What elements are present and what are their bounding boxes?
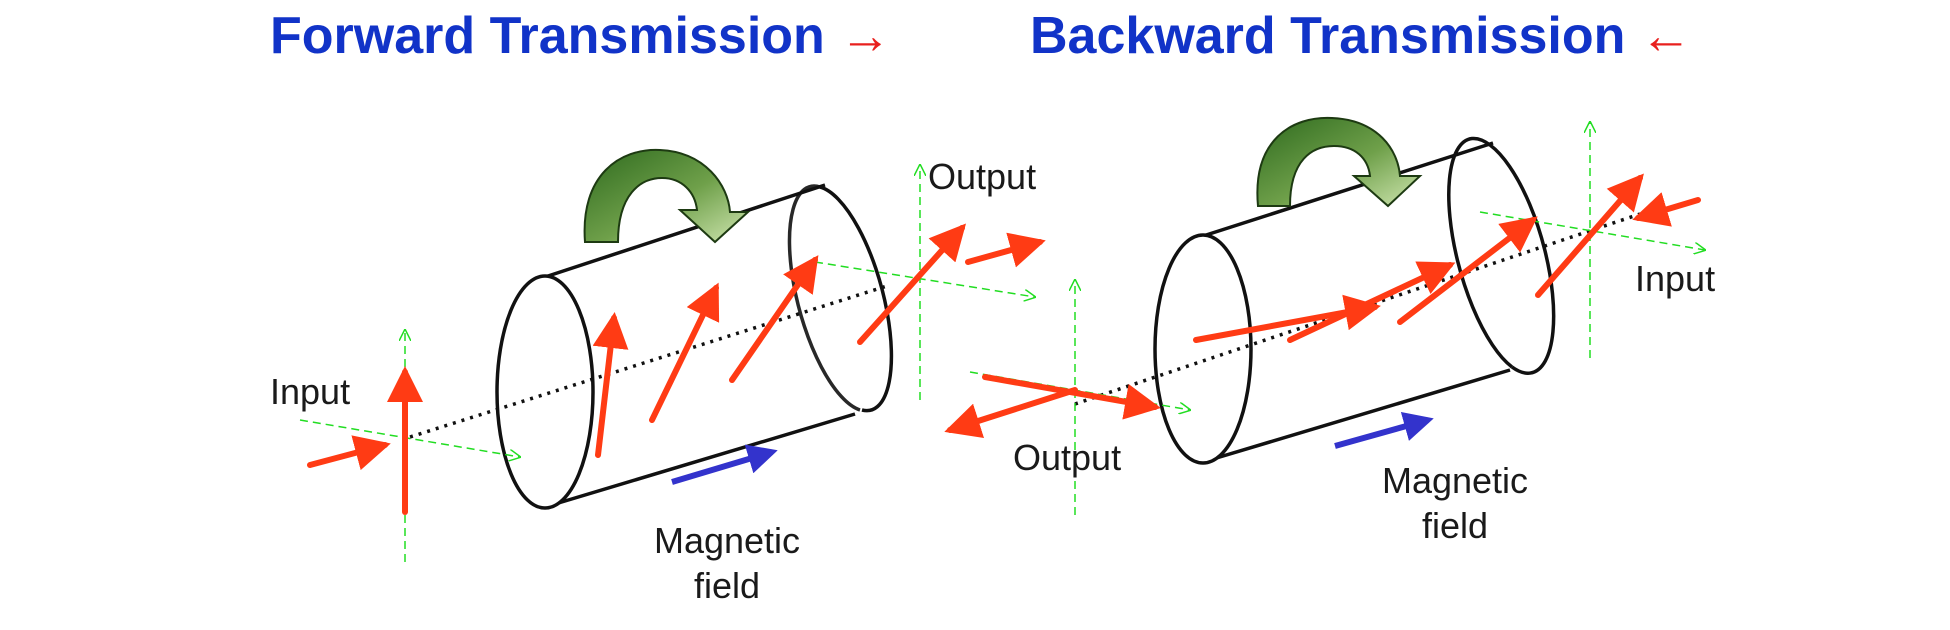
rotation-arrow-icon [583,148,751,244]
backward-faraday-cylinder [1153,136,1556,465]
backward-setup: Output Input Magnetic field [944,116,1715,546]
backward-field-label-line2: field [1422,505,1488,546]
forward-propagation-axis [409,283,891,439]
forward-input-guides [299,330,520,562]
backward-input-guides [1479,122,1705,358]
backward-title-text: Backward Transmission [1030,7,1626,65]
forward-arrow-icon: → [839,7,892,65]
backward-polarization-vectors [944,173,1701,439]
rotation-arrow-icon [1256,116,1423,208]
backward-output-label: Output [1013,437,1121,478]
forward-title-text: Forward Transmission [270,7,825,65]
forward-setup: Input Output Magnetic field [270,148,1046,606]
forward-polarization-vectors [307,223,1046,515]
forward-field-label-line2: field [694,565,760,606]
forward-faraday-cylinder [495,183,894,510]
forward-transmission-title: Forward Transmission → [270,4,891,69]
forward-input-label: Input [270,371,350,412]
forward-output-label: Output [928,156,1036,197]
backward-input-label: Input [1635,258,1715,299]
forward-output-guides [814,165,1035,400]
magnetic-field-arrow-icon [671,444,778,485]
forward-field-label-line1: Magnetic [654,520,800,561]
backward-arrow-icon: ← [1639,7,1692,65]
magnetic-field-arrow-icon [1334,412,1434,449]
backward-transmission-title: Backward Transmission ← [1030,4,1692,69]
backward-field-label-line1: Magnetic [1382,460,1528,501]
